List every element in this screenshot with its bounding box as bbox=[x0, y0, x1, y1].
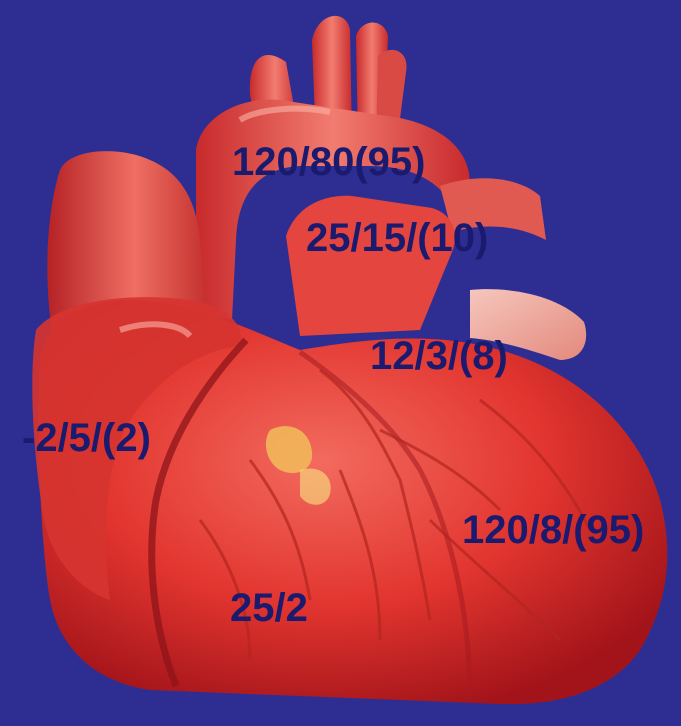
left-ventricle-pressure-label: 120/8/(95) bbox=[462, 510, 644, 550]
right-ventricle-pressure-label: 25/2 bbox=[230, 588, 308, 628]
aorta-pressure-label: 120/80(95) bbox=[232, 142, 425, 182]
right-atrium-pressure-label: -2/5/(2) bbox=[22, 418, 151, 458]
left-atrium-pressure-label: 12/3/(8) bbox=[370, 336, 508, 376]
pulmonary-artery-pressure-label: 25/15/(10) bbox=[306, 218, 488, 258]
